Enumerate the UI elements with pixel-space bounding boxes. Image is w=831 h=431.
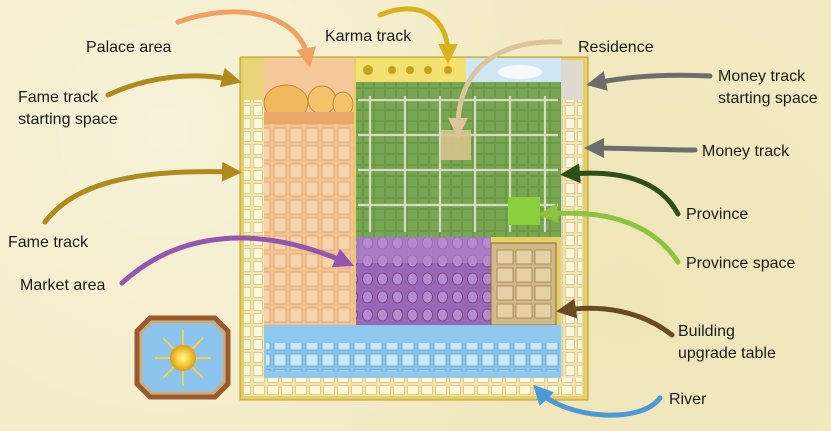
- arrow-fame-track: [42, 161, 242, 225]
- palace-area-label: Palace area: [86, 39, 172, 56]
- karma-track-label: Karma track: [325, 28, 412, 45]
- sun-emblem-icon: [134, 315, 231, 400]
- building-upgrade-label-line1: Building: [678, 323, 735, 340]
- palace-domes: [263, 84, 354, 124]
- residence-label: Residence: [578, 39, 654, 56]
- river-label: River: [669, 391, 707, 408]
- arrow-money-start: [586, 71, 713, 91]
- arrow-money-track: [584, 138, 698, 159]
- arrow-residence: [448, 39, 563, 138]
- arrow-market-area: [119, 235, 355, 286]
- arrow-province-space: [538, 203, 681, 265]
- money-start-label-line1: Money track: [718, 68, 806, 85]
- money-track-label: Money track: [702, 143, 790, 160]
- fame-start-label-line1: Fame track: [18, 89, 99, 106]
- arrow-province: [560, 163, 681, 217]
- arrow-palace-area: [175, 9, 316, 68]
- building-upgrade-label-line2: upgrade table: [678, 345, 776, 362]
- money-start-label-line2: starting space: [718, 90, 818, 107]
- arrow-karma-track: [377, 6, 458, 64]
- province-space-label: Province space: [686, 255, 796, 272]
- fame-track-label: Fame track: [8, 234, 89, 251]
- province-label: Province: [686, 206, 749, 223]
- fame-start-label-line2: starting space: [18, 111, 118, 128]
- arrow-river: [533, 384, 663, 418]
- arrow-building-upgrade: [556, 298, 675, 338]
- market-area-label: Market area: [20, 277, 106, 294]
- arrow-fame-start: [105, 67, 242, 98]
